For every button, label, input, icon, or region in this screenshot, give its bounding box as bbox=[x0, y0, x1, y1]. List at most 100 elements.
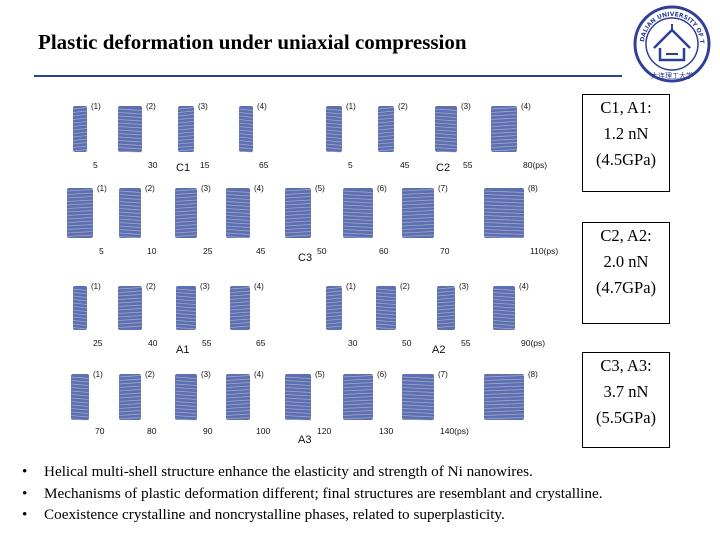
frame-label: (3) bbox=[201, 184, 211, 193]
bullet-marker: • bbox=[22, 484, 28, 502]
annotation-line: 2.0 nN bbox=[603, 252, 649, 271]
time-tick-label: 25 bbox=[203, 246, 213, 256]
group-label: C3 bbox=[298, 252, 313, 264]
nanowire-snapshot bbox=[72, 286, 88, 330]
frame-label: (1) bbox=[346, 102, 356, 111]
time-tick-label: 60 bbox=[379, 246, 389, 256]
bullet-text: Coexistence crystalline and noncrystalli… bbox=[44, 506, 505, 523]
nanowire-snapshot bbox=[118, 374, 142, 420]
time-tick-label: 130 bbox=[379, 426, 394, 436]
time-tick-label: 55 bbox=[463, 160, 473, 170]
nanowire-snapshot bbox=[175, 286, 197, 330]
annotation-line: C2, A2: bbox=[600, 226, 652, 245]
nanowire-snapshot bbox=[117, 286, 143, 330]
frame-label: (5) bbox=[315, 184, 325, 193]
nanowire-snapshot bbox=[174, 188, 198, 238]
time-tick-label: 15 bbox=[200, 160, 210, 170]
frame-label: (1) bbox=[93, 370, 103, 379]
nanowire-snapshot bbox=[483, 188, 525, 239]
time-tick-label: 55 bbox=[461, 338, 471, 348]
frame-label: (2) bbox=[398, 102, 408, 111]
frame-label: (4) bbox=[254, 282, 264, 291]
nanowire-snapshot bbox=[66, 188, 94, 238]
annotation-box-c2-a2: C2, A2: 2.0 nN (4.7GPa) bbox=[582, 222, 670, 324]
nanowire-snapshot bbox=[72, 106, 88, 152]
frame-label: (5) bbox=[315, 370, 325, 379]
nanowire-snapshot bbox=[377, 106, 395, 152]
annotation-line: (4.5GPa) bbox=[595, 150, 657, 169]
time-tick-label: 70 bbox=[95, 426, 105, 436]
time-tick-label: 65 bbox=[256, 338, 266, 348]
frame-label: (1) bbox=[91, 282, 101, 291]
nanowire-snapshot bbox=[342, 188, 374, 239]
frame-label: (3) bbox=[201, 370, 211, 379]
frame-label: (4) bbox=[254, 184, 264, 193]
annotation-line: 3.7 nN bbox=[603, 382, 649, 401]
nanowire-snapshot bbox=[342, 374, 374, 420]
group-label: A1 bbox=[176, 344, 190, 356]
nanowire-snapshot bbox=[70, 374, 90, 421]
frame-label: (2) bbox=[145, 370, 155, 379]
university-seal-logo: DALIAN UNIVERSITY OF TECHNOLOGY 大连理工大学 bbox=[632, 4, 711, 83]
frame-label: (8) bbox=[528, 370, 538, 379]
time-tick-label: 40 bbox=[148, 338, 158, 348]
bullet-text: Mechanisms of plastic deformation differ… bbox=[44, 484, 603, 502]
frame-label: (3) bbox=[461, 102, 471, 111]
bullet-item: • Coexistence crystalline and noncrystall… bbox=[22, 504, 718, 526]
frame-label: (6) bbox=[377, 184, 387, 193]
time-tick-label: 50 bbox=[402, 338, 412, 348]
frame-label: (1) bbox=[346, 282, 356, 291]
svg-text:大连理工大学: 大连理工大学 bbox=[651, 71, 693, 80]
time-tick-label: 110(ps) bbox=[530, 246, 559, 256]
frame-label: (1) bbox=[97, 184, 107, 193]
nanowire-snapshot bbox=[229, 286, 251, 330]
bullet-item: •Helical multi-shell structure enhance t… bbox=[22, 461, 718, 483]
nanowire-snapshot bbox=[325, 286, 343, 330]
nanowire-snapshot bbox=[238, 106, 254, 153]
frame-label: (1) bbox=[91, 102, 101, 111]
annotation-line: C1, A1: bbox=[600, 98, 652, 117]
frame-label: (2) bbox=[145, 184, 155, 193]
time-tick-label: 100 bbox=[256, 426, 271, 436]
time-tick-label: 30 bbox=[348, 338, 358, 348]
bullet-list: • Helical multi-shell structure enhance t… bbox=[22, 461, 718, 526]
time-tick-label: 30 bbox=[148, 160, 158, 170]
frame-label: (4) bbox=[254, 370, 264, 379]
frame-label: (2) bbox=[146, 102, 156, 111]
nanowire-snapshot bbox=[375, 286, 397, 330]
group-label: C2 bbox=[436, 162, 451, 174]
nanowire-snapshot bbox=[434, 106, 458, 153]
nanowire-atom-renderings bbox=[66, 106, 525, 421]
frame-label: (4) bbox=[257, 102, 267, 111]
nanowire-snapshot bbox=[118, 188, 142, 239]
time-tick-label: 5 bbox=[99, 246, 104, 256]
annotation-line: (4.7GPa) bbox=[595, 278, 657, 297]
frame-label: (6) bbox=[377, 370, 387, 379]
time-tick-label: 90 bbox=[203, 426, 213, 436]
group-label: A3 bbox=[298, 434, 312, 446]
frame-label: (7) bbox=[438, 184, 448, 193]
nanowire-snapshot bbox=[401, 374, 435, 421]
frame-label: (4) bbox=[519, 282, 529, 291]
time-tick-label: 5 bbox=[93, 160, 98, 170]
annotation-line: C3, A3: bbox=[600, 356, 652, 375]
nanowire-snapshot bbox=[225, 188, 251, 239]
nanowire-snapshot bbox=[284, 188, 312, 238]
time-tick-label: 120 bbox=[317, 426, 332, 436]
time-tick-label: 25 bbox=[93, 338, 103, 348]
nanowire-snapshot bbox=[177, 106, 195, 152]
nanowire-snapshot bbox=[436, 286, 456, 330]
nanowire-snapshot bbox=[225, 374, 251, 420]
nanowire-snapshot bbox=[483, 374, 525, 420]
annotation-box-c3-a3: C3, A3: 3.7 nN (5.5GPa) bbox=[582, 352, 670, 448]
time-tick-label: 65 bbox=[259, 160, 269, 170]
bullet-marker: • bbox=[22, 506, 28, 523]
time-tick-label: 80 bbox=[147, 426, 157, 436]
bullet-text: Helical multi-shell structure enhance th… bbox=[44, 463, 533, 480]
time-tick-label: 80(ps) bbox=[523, 160, 548, 170]
time-tick-label: 55 bbox=[202, 338, 212, 348]
frame-label: (3) bbox=[200, 282, 210, 291]
nanowire-snapshot bbox=[490, 106, 518, 152]
frame-label: (4) bbox=[521, 102, 531, 111]
annotation-line: 1.2 nN bbox=[603, 124, 649, 143]
